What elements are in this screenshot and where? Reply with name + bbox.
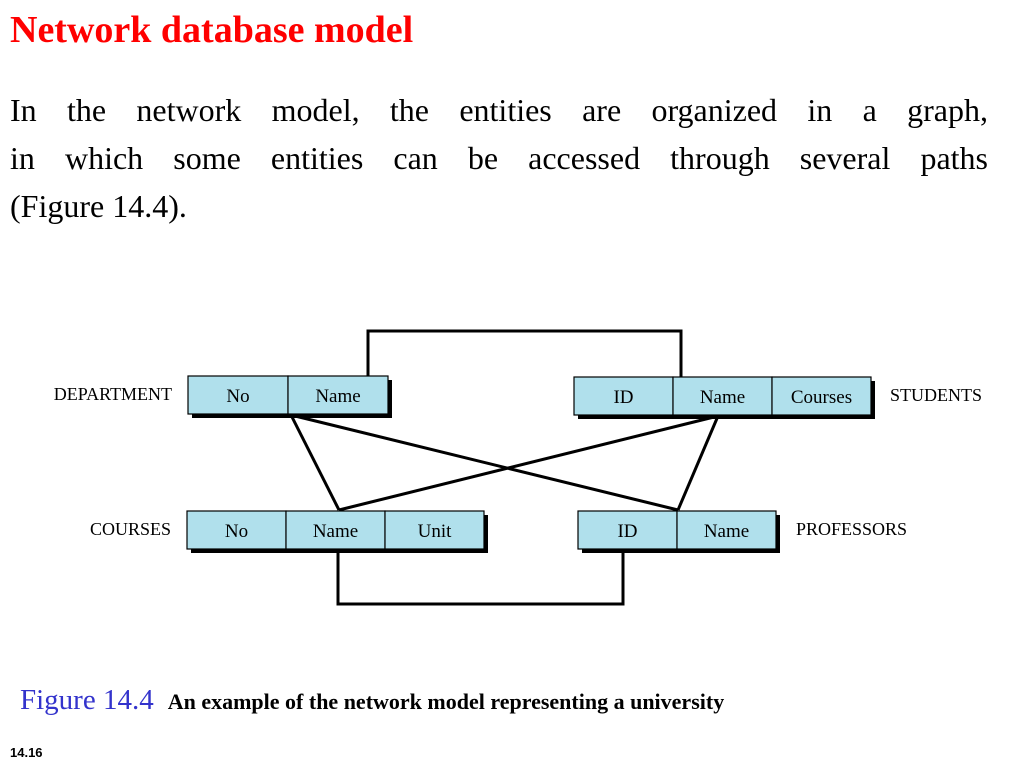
- body-line: in which some entities can be accessed t…: [10, 140, 988, 176]
- field-no: No: [226, 386, 249, 407]
- entity-label-courses: COURSES: [90, 519, 171, 539]
- link-department-students: [366, 329, 683, 377]
- diagram-links: [289, 329, 720, 606]
- link-courses-professors: [336, 549, 625, 606]
- entity-label-department: DEPARTMENT: [54, 384, 172, 404]
- entity-courses: No Name Unit COURSES: [90, 510, 488, 553]
- field-cell: [384, 510, 485, 550]
- field-name: Name: [704, 521, 749, 542]
- entity-label-professors: PROFESSORS: [796, 519, 907, 539]
- field-cell: [285, 510, 386, 550]
- entity-department: No Name DEPARTMENT: [54, 375, 392, 418]
- field-cell: [676, 510, 777, 550]
- field-unit: Unit: [418, 521, 453, 542]
- body-line: In the network model, the entities are o…: [10, 92, 988, 128]
- field-cell: [771, 376, 872, 416]
- field-id: ID: [617, 521, 637, 542]
- field-name: Name: [315, 386, 360, 407]
- field-cell: [577, 510, 678, 550]
- entity-students: ID Name Courses STUDENTS: [573, 376, 982, 419]
- figure-caption: Figure 14.4 An example of the network mo…: [20, 684, 724, 717]
- page-number: 14.16: [10, 745, 43, 760]
- figure-label: Figure 14.4: [20, 684, 154, 716]
- field-name: Name: [700, 387, 745, 408]
- field-cell: [573, 376, 674, 416]
- entity-label-students: STUDENTS: [890, 385, 982, 405]
- body-line: (Figure 14.4).: [10, 188, 187, 224]
- link-students-courses: [338, 414, 719, 512]
- entity-professors: ID Name PROFESSORS: [577, 510, 907, 553]
- figure-caption-text: An example of the network model represen…: [167, 689, 725, 714]
- field-cell: [672, 376, 773, 416]
- link-department-courses: [289, 414, 341, 511]
- slide-title: Network database model: [10, 9, 414, 51]
- field-no: No: [225, 521, 248, 542]
- field-cell: [187, 375, 289, 415]
- field-name: Name: [313, 521, 358, 542]
- field-id: ID: [613, 387, 633, 408]
- field-cell: [287, 375, 389, 415]
- link-department-professors: [290, 413, 679, 512]
- field-cell: [186, 510, 287, 550]
- link-students-professors: [676, 415, 720, 511]
- body-paragraph: In the network model, the entities are o…: [10, 86, 988, 230]
- field-courses: Courses: [791, 387, 852, 408]
